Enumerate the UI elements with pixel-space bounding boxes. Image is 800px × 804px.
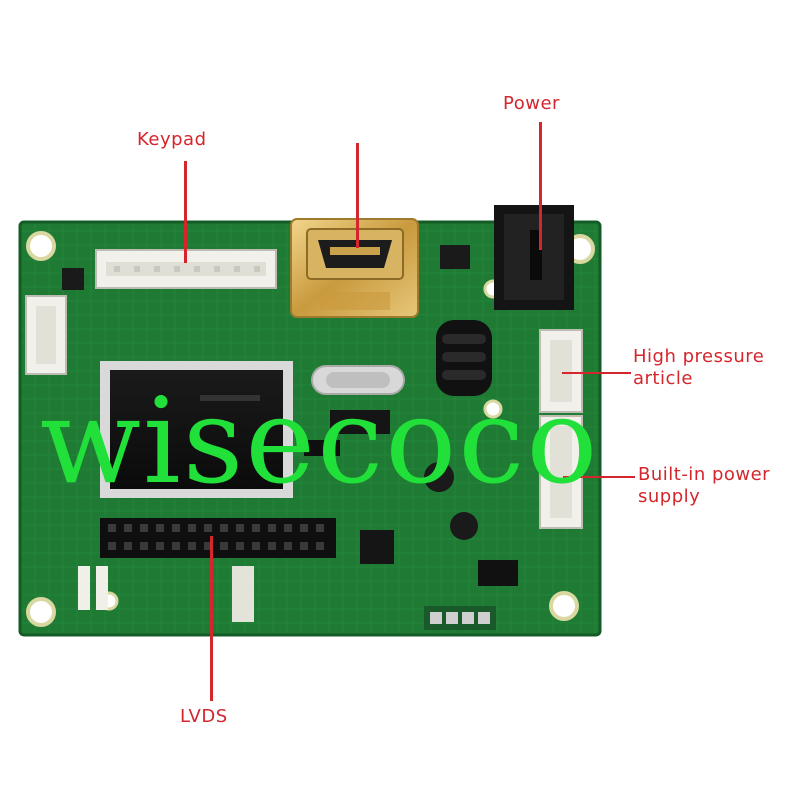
small-components [62, 245, 518, 630]
builtin-power-label-line1: Built-in power [638, 464, 771, 485]
high-pressure-label: High pressure article [633, 346, 764, 390]
side-connector [25, 295, 67, 375]
mounting-hole [26, 231, 56, 261]
builtin-power-label-line2: supply [638, 486, 701, 507]
builtin-power-connector [539, 415, 583, 529]
power-label: Power [503, 93, 560, 114]
high-pressure-label-line2: article [633, 368, 693, 389]
lvds-callout-line [210, 536, 213, 701]
main-chip [100, 361, 293, 498]
hdmi-callout-line [356, 143, 359, 248]
high-pressure-connector [539, 329, 583, 413]
inductor [436, 320, 492, 396]
builtin-power-callout-line [563, 476, 635, 478]
high-pressure-label-line1: High pressure [633, 346, 765, 367]
mounting-hole [26, 597, 56, 627]
lvds-header [100, 518, 336, 558]
lvds-label: LVDS [180, 706, 228, 727]
dc-power-jack [494, 205, 574, 310]
keypad-label: Keypad [137, 129, 207, 150]
power-callout-line [539, 122, 542, 250]
keypad-callout-line [184, 161, 187, 263]
watermark: wisecoco [40, 372, 600, 510]
hdmi-port [290, 218, 419, 318]
mounting-hole [549, 591, 579, 621]
crystal-oscillator [311, 365, 405, 395]
high-pressure-callout-line [562, 372, 631, 374]
builtin-power-label: Built-in power supply [638, 464, 770, 508]
